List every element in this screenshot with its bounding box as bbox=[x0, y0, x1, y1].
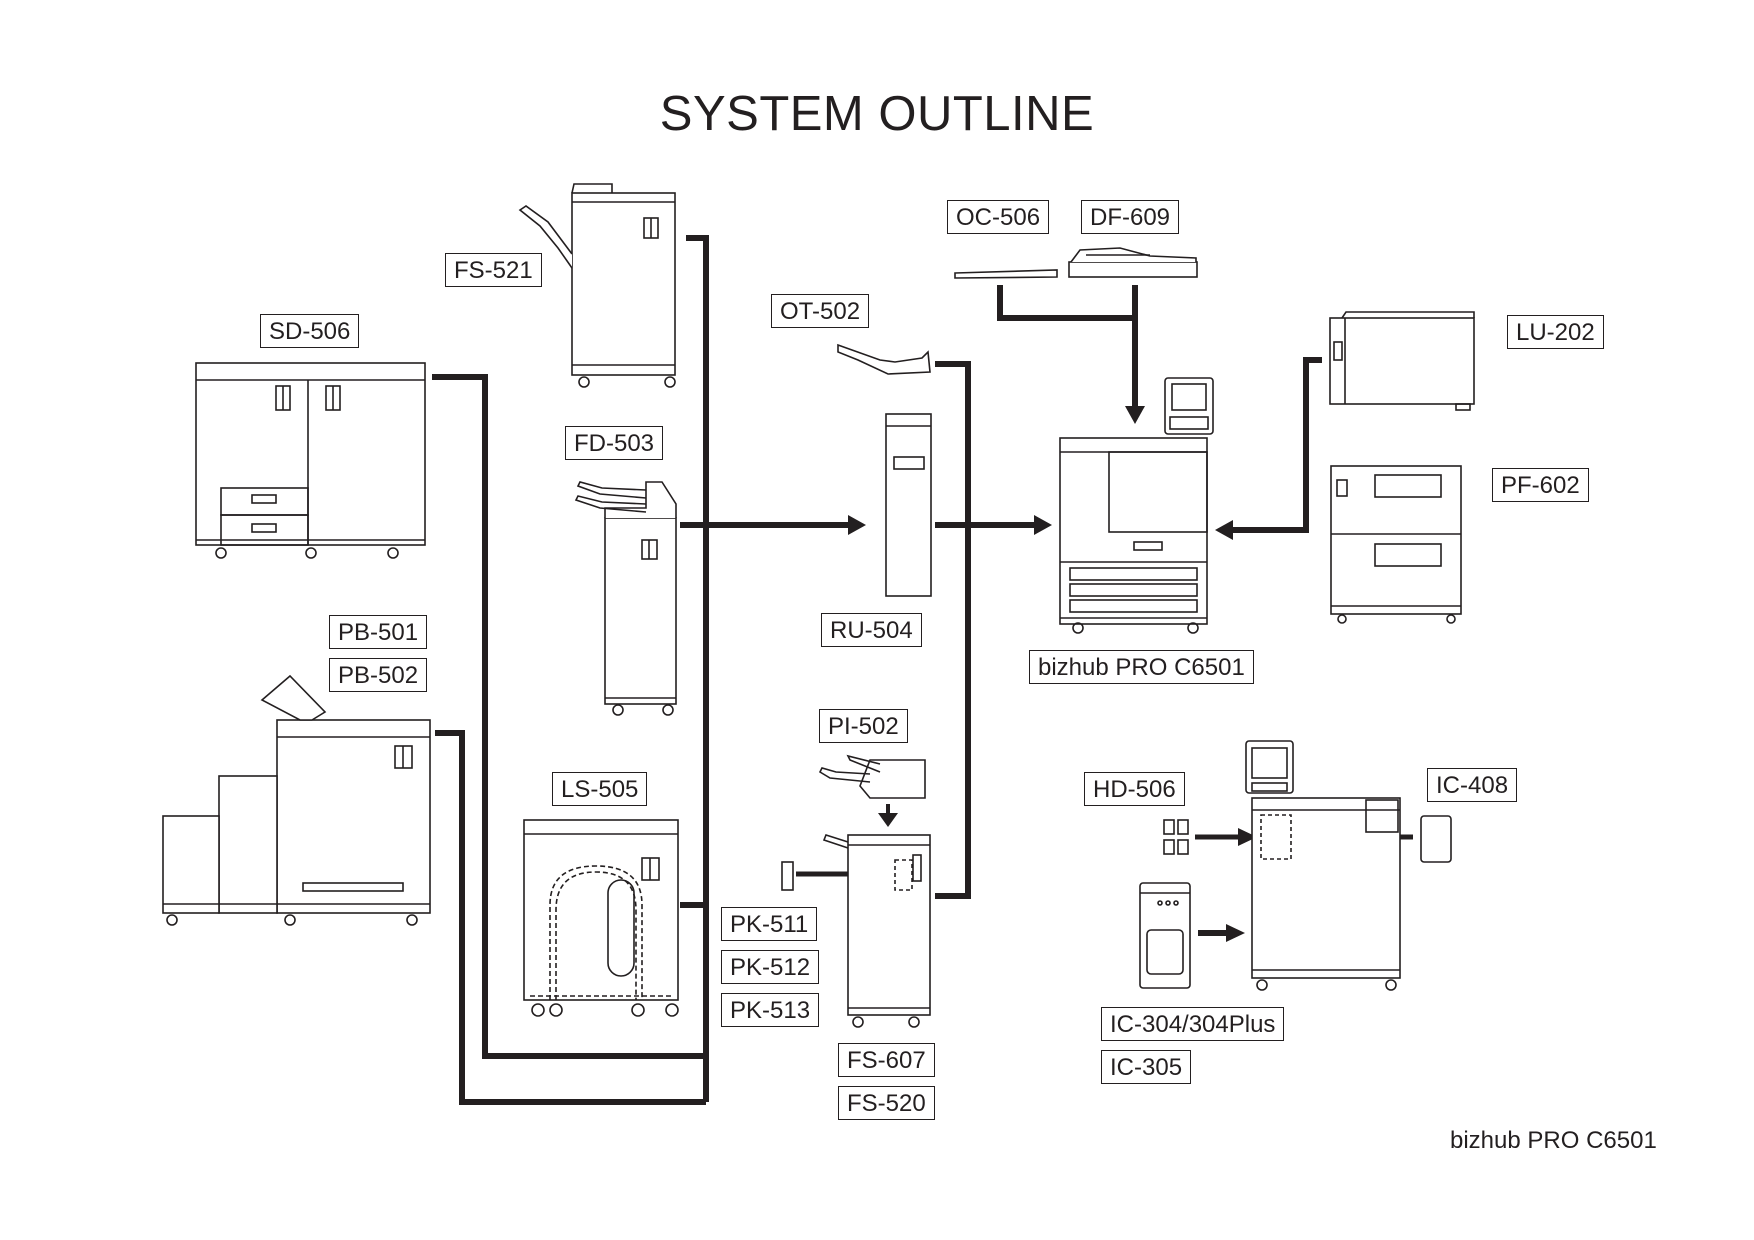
pb-device bbox=[162, 674, 431, 926]
line-ot502 bbox=[935, 361, 971, 899]
fd503-device bbox=[574, 481, 677, 716]
label-oc506: OC-506 bbox=[947, 200, 1050, 234]
title: SYSTEM OUTLINE bbox=[659, 87, 1095, 141]
label-main-body: bizhub PRO C6501 bbox=[1029, 650, 1254, 684]
fs607-device bbox=[822, 834, 931, 1028]
arrow-ic304 bbox=[1226, 924, 1245, 942]
label-pk513: PK-513 bbox=[721, 993, 820, 1027]
footer-model-name: bizhub PRO C6501 bbox=[1450, 1127, 1657, 1154]
lu202-device bbox=[1329, 311, 1475, 411]
label-pb501: PB-501 bbox=[329, 615, 428, 649]
label-ot502: OT-502 bbox=[771, 294, 870, 328]
label-fd503: FD-503 bbox=[565, 426, 664, 460]
label-ic304: IC-304/304Plus bbox=[1101, 1007, 1285, 1041]
main-body-device bbox=[1059, 377, 1214, 634]
label-pi502: PI-502 bbox=[819, 709, 908, 743]
label-ic305: IC-305 bbox=[1101, 1050, 1192, 1084]
ru504-device bbox=[885, 413, 932, 597]
ls505-device bbox=[523, 819, 679, 1017]
label-lu202: LU-202 bbox=[1507, 315, 1604, 349]
connection-lines bbox=[432, 235, 1413, 1105]
arrow-main-left bbox=[1034, 515, 1052, 535]
arrow-main-top bbox=[1125, 406, 1145, 424]
arrow-pi502 bbox=[878, 813, 898, 827]
label-fs521: FS-521 bbox=[445, 253, 542, 287]
controller-body-device bbox=[1245, 740, 1401, 991]
label-ru504: RU-504 bbox=[821, 613, 922, 647]
arrow-ru504 bbox=[848, 515, 866, 535]
ic408-device bbox=[1420, 815, 1452, 863]
line-sd506 bbox=[432, 374, 706, 1059]
label-fs520: FS-520 bbox=[838, 1086, 935, 1120]
label-fs607: FS-607 bbox=[838, 1043, 935, 1077]
label-df609: DF-609 bbox=[1081, 200, 1180, 234]
label-sd506: SD-506 bbox=[260, 314, 360, 348]
label-ic408: IC-408 bbox=[1427, 768, 1518, 802]
label-pk511: PK-511 bbox=[721, 907, 818, 941]
ot502-device bbox=[837, 343, 931, 375]
sd506-device bbox=[195, 362, 426, 559]
ic304-device bbox=[1139, 882, 1191, 989]
hd506-device bbox=[1163, 819, 1189, 855]
oc506-device bbox=[954, 269, 1058, 279]
pk-unit-icon bbox=[781, 861, 794, 891]
line-oc-df bbox=[997, 285, 1135, 321]
df609-device bbox=[1068, 247, 1198, 278]
pf602-device bbox=[1330, 465, 1462, 624]
arrow-hd506 bbox=[1238, 828, 1257, 846]
pi502-device bbox=[818, 754, 926, 799]
line-fs521 bbox=[686, 235, 709, 1102]
label-hd506: HD-506 bbox=[1084, 772, 1185, 806]
arrow-main-right bbox=[1215, 520, 1233, 540]
line-lu-pf bbox=[1225, 357, 1322, 533]
fs521-device bbox=[518, 183, 676, 388]
label-pb502: PB-502 bbox=[329, 658, 428, 692]
label-ls505: LS-505 bbox=[552, 772, 648, 806]
label-pf602: PF-602 bbox=[1492, 468, 1589, 502]
label-pk512: PK-512 bbox=[721, 950, 820, 984]
line-pb bbox=[435, 730, 706, 1105]
